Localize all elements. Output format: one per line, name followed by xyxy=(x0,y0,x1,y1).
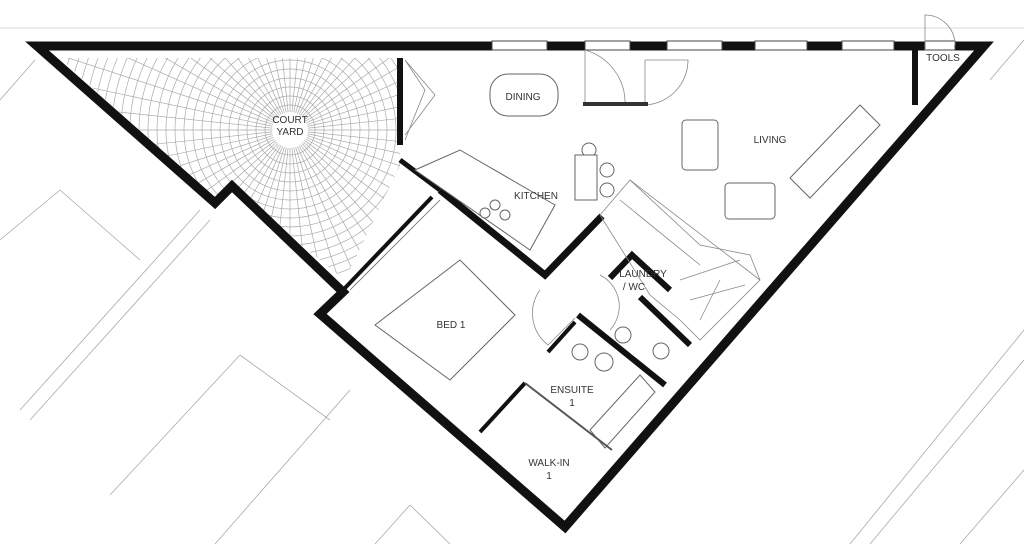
paving-joint xyxy=(307,58,400,125)
paving-joint xyxy=(79,140,276,280)
paving-joint xyxy=(79,58,276,120)
paving-joint xyxy=(291,58,318,113)
paving-joint xyxy=(235,58,287,113)
paving-joint xyxy=(307,102,400,129)
kitchen-bench xyxy=(413,149,556,251)
paving-joint xyxy=(235,147,287,280)
paving-joint xyxy=(262,147,289,280)
armchair xyxy=(681,119,719,171)
paving-joint xyxy=(262,58,289,113)
label-kitchen: KITCHEN xyxy=(514,191,558,202)
paving-joint xyxy=(297,58,397,114)
paving-joint xyxy=(305,58,400,122)
sofa xyxy=(789,104,881,199)
paving-joint xyxy=(293,58,345,113)
label-walkin: WALK-IN xyxy=(528,458,569,469)
paving-joint xyxy=(305,138,400,261)
paving-joint xyxy=(115,143,279,280)
label-dining: DINING xyxy=(506,92,541,103)
paving-joint xyxy=(136,58,280,116)
site-context-lines xyxy=(0,27,1024,544)
armchair xyxy=(724,182,776,220)
stairs xyxy=(599,179,761,341)
paving-joint xyxy=(303,58,400,119)
paving-joint xyxy=(159,58,282,115)
paving-joint xyxy=(96,58,277,119)
paving-joint xyxy=(297,146,397,280)
basin xyxy=(594,352,614,372)
paving-joint xyxy=(209,58,285,113)
paving-joint xyxy=(298,58,400,115)
top-windows xyxy=(491,40,956,51)
paving-joint xyxy=(307,131,400,158)
paving-joint xyxy=(301,58,400,117)
label-ensuite: ENSUITE xyxy=(550,385,594,396)
paving-joint xyxy=(295,147,371,280)
doors[interactable] xyxy=(349,14,956,346)
paving-joint xyxy=(60,75,273,127)
label-laundry: LAUNDRY xyxy=(619,269,667,280)
paving-joint xyxy=(64,58,275,122)
paving-joint xyxy=(307,133,400,185)
paving-joint xyxy=(60,58,273,125)
label-courtyard: COURT xyxy=(272,115,307,126)
room-labels: COURT YARD DINING LIVING KITCHEN TOOLS L… xyxy=(272,53,960,482)
paving-joint xyxy=(60,58,274,123)
paving-joint xyxy=(60,133,273,185)
paving-joint xyxy=(183,58,283,114)
paving-joint xyxy=(307,135,400,211)
label-laundry-2: / WC xyxy=(623,282,645,293)
dining-table xyxy=(489,73,559,117)
paving-joint xyxy=(60,102,273,129)
bed xyxy=(374,259,516,381)
label-ensuite-2: 1 xyxy=(569,398,575,409)
paving-joint xyxy=(115,58,279,117)
wc xyxy=(571,343,589,361)
paving-joint xyxy=(209,147,285,280)
paving-joint xyxy=(304,58,400,120)
paving-joint xyxy=(306,137,400,237)
furniture xyxy=(374,73,881,451)
paving-joint xyxy=(306,58,400,123)
paving-joint xyxy=(136,144,280,280)
paving-joint xyxy=(183,146,283,280)
paving-joint xyxy=(307,75,400,127)
paving-joint xyxy=(304,140,400,280)
paving-joint xyxy=(96,141,277,280)
label-courtyard-2: YARD xyxy=(276,127,303,138)
outer-wall xyxy=(25,41,994,534)
paving-joint xyxy=(300,58,400,116)
label-living: LIVING xyxy=(754,135,787,146)
label-walkin-2: 1 xyxy=(546,471,552,482)
interior-walls xyxy=(343,48,918,434)
label-bed1: BED 1 xyxy=(437,320,466,331)
paving-joint xyxy=(159,145,282,280)
label-tools: TOOLS xyxy=(926,53,960,64)
paving-joint xyxy=(295,58,371,113)
